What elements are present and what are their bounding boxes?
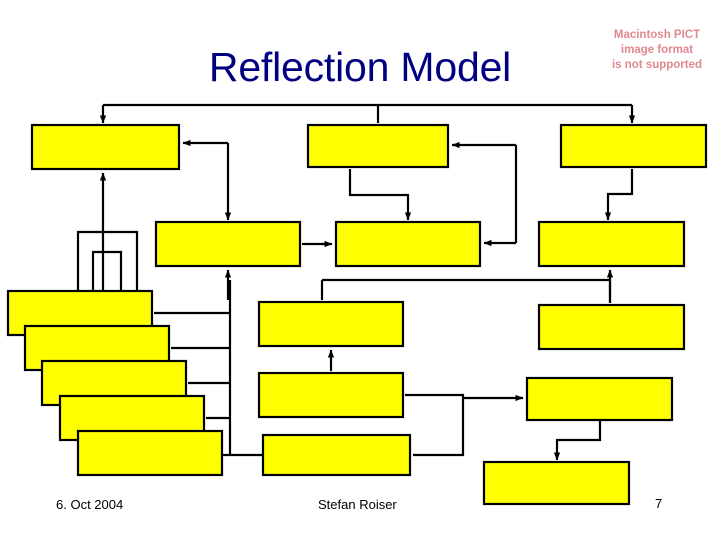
notice-line-3: is not supported bbox=[611, 59, 703, 71]
box-top-right[interactable] bbox=[559, 123, 708, 169]
box-top-left[interactable] bbox=[30, 123, 181, 171]
box-mid-left[interactable] bbox=[154, 220, 302, 268]
connector-center-lower-to-right-lower bbox=[405, 393, 465, 457]
box-center-upper[interactable] bbox=[257, 300, 405, 348]
footer-date: 6. Oct 2004 bbox=[56, 497, 124, 512]
diagram-boxes bbox=[6, 123, 708, 506]
box-center-lower[interactable] bbox=[257, 371, 405, 419]
connector-top-right-to-mid-right bbox=[604, 169, 634, 221]
box-right-bottom[interactable] bbox=[482, 460, 631, 506]
page-number: 7 bbox=[655, 496, 663, 511]
notice-line-1: Macintosh PICT bbox=[613, 29, 701, 41]
connector-bracket-inner bbox=[91, 250, 123, 291]
box-right-upper[interactable] bbox=[537, 303, 686, 351]
connector-top-center-to-mid-center bbox=[348, 169, 412, 221]
notice-line-2: image format bbox=[620, 44, 694, 56]
page-title: Reflection Model bbox=[208, 44, 512, 90]
box-mid-right[interactable] bbox=[537, 220, 686, 268]
macintosh-pict-notice: Macintosh PICT image format is not suppo… bbox=[598, 28, 716, 73]
box-mid-center[interactable] bbox=[334, 220, 482, 268]
footer-author: Stefan Roiser bbox=[318, 497, 397, 512]
connector-bracket-outer bbox=[76, 230, 139, 291]
box-top-center[interactable] bbox=[306, 123, 450, 169]
box-right-lower[interactable] bbox=[525, 376, 674, 422]
connector-right-bottom-elbow bbox=[553, 420, 602, 461]
box-stack-5[interactable] bbox=[76, 429, 224, 477]
box-center-bottom[interactable] bbox=[261, 433, 412, 477]
